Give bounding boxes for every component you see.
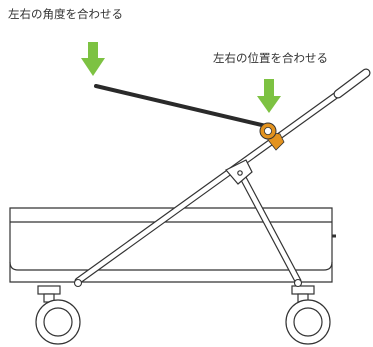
front-wheel [35,299,81,345]
angle-instruction-label: 左右の角度を合わせる [8,7,123,21]
frame-strut [236,168,302,285]
detached-rod [94,84,268,128]
frame-rivets [73,278,303,288]
position-instruction-label: 左右の位置を合わせる [213,51,328,65]
rear-wheel [285,299,331,345]
basket-body [9,207,336,283]
down-arrow-icon [257,79,281,113]
pivot-joint-icon [259,122,285,151]
frame-main-rod [74,87,346,285]
wheel-brackets [37,285,315,303]
center-hinge [225,159,253,185]
handle-grip [333,68,371,99]
down-arrow-icon [81,42,105,76]
